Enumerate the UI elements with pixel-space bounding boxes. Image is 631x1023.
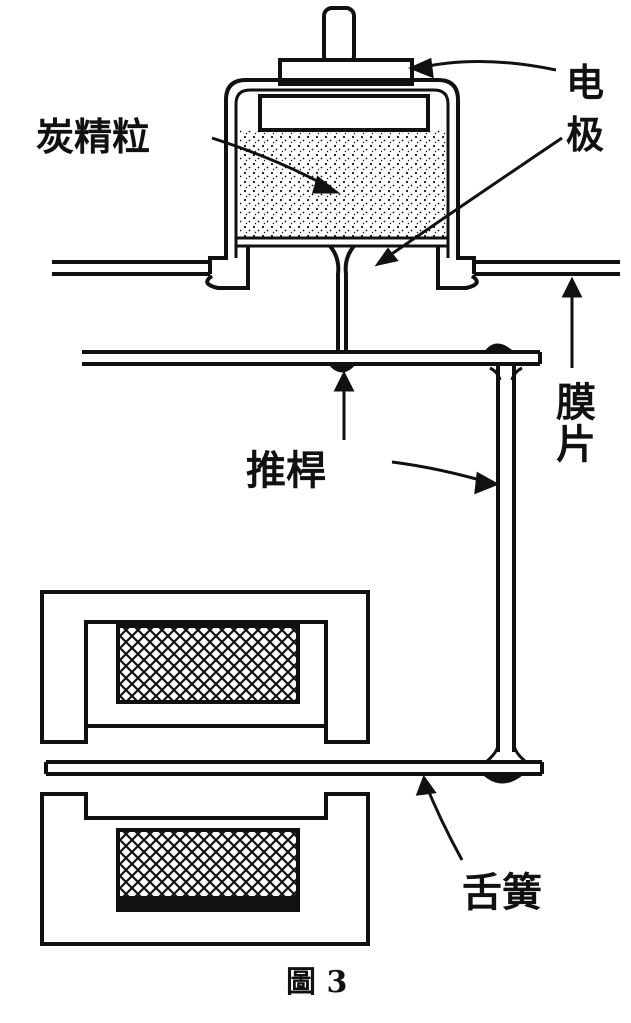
reed-armature — [44, 760, 544, 784]
label-carbon-granules: 炭精粒 — [36, 115, 150, 159]
microphone-capsule — [205, 78, 479, 290]
label-reed: 舌簧 — [462, 870, 542, 916]
electrode-terminal — [278, 6, 414, 86]
upper-lever — [82, 343, 542, 373]
carbon-granules-fill — [240, 130, 446, 238]
label-electrode-char-2: 极 — [566, 113, 604, 157]
lower-electrode — [234, 236, 450, 248]
label-electrode-char-1: 电 — [566, 61, 604, 105]
upper-electrode-plate — [258, 94, 430, 132]
upper-coil — [116, 624, 300, 704]
label-diaphragm-char-1: 膜 — [556, 380, 596, 426]
leader-lines — [211, 57, 583, 861]
upper-magnet — [40, 590, 370, 744]
label-push-rod: 推桿 — [246, 448, 326, 494]
label-diaphragm-char-2: 片 — [556, 422, 596, 468]
figure-caption: 圖 3 — [286, 965, 347, 1000]
diaphragm — [52, 260, 620, 276]
vertical-rod — [485, 366, 527, 764]
lower-magnet — [40, 792, 370, 946]
push-rod — [328, 244, 356, 352]
